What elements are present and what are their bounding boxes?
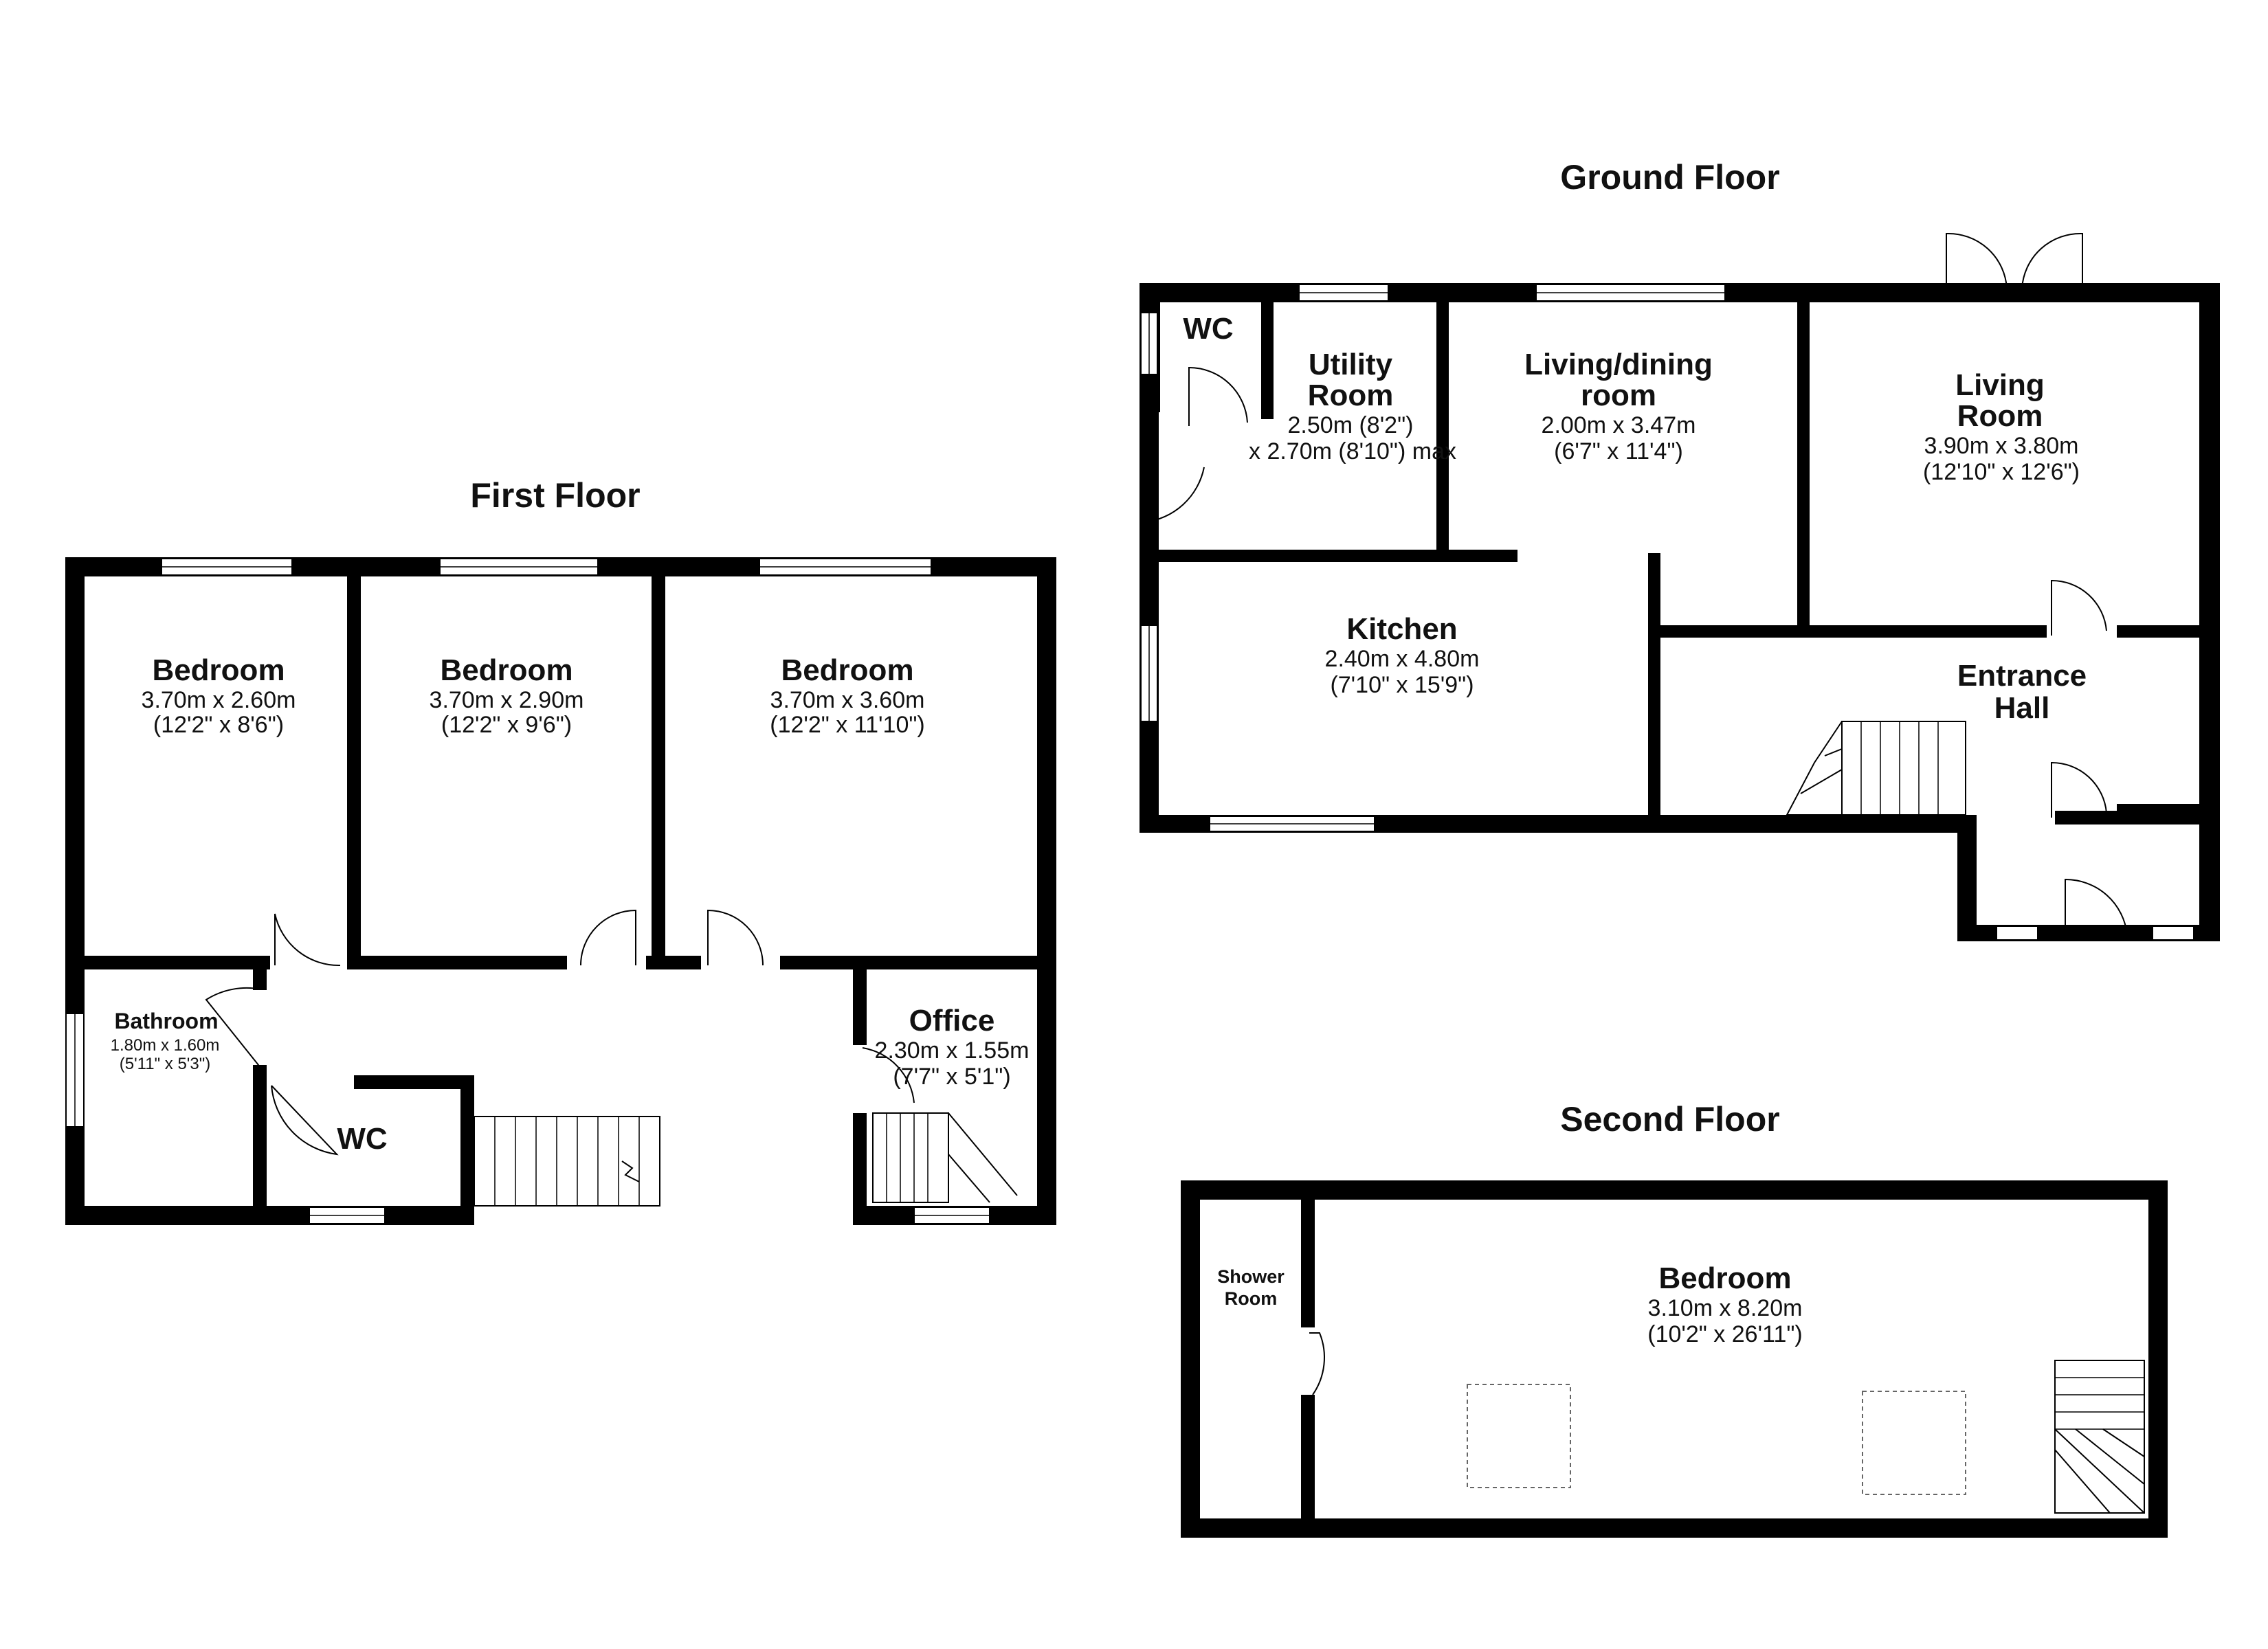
svg-text:WC: WC [337,1122,387,1156]
ground-floor-staircase [1786,721,1966,816]
svg-text:2.30m x 1.55m: 2.30m x 1.55m [875,1037,1030,1064]
ground-floor-plan: Ground Floor [1139,158,2220,941]
svg-text:(12'2" x 8'6"): (12'2" x 8'6") [153,712,284,738]
svg-text:(7'10" x 15'9"): (7'10" x 15'9") [1330,672,1474,698]
room-bedroom-1: Bedroom 3.70m x 2.60m (12'2" x 8'6") [142,653,296,738]
svg-text:Room: Room [1308,379,1394,412]
second-floor-plan: Second Floor Shower Room Bedroom [1181,1100,2168,1538]
svg-text:Bedroom: Bedroom [1658,1261,1791,1295]
svg-text:(6'7" x 11'4"): (6'7" x 11'4") [1554,438,1683,464]
skylight-2 [1862,1391,1966,1495]
svg-text:Living/dining: Living/dining [1524,348,1713,381]
room-bedroom-second: Bedroom 3.10m x 8.20m (10'2" x 26'11") [1647,1261,1803,1347]
svg-text:3.70m x 2.60m: 3.70m x 2.60m [142,687,296,713]
room-kitchen: Kitchen 2.40m x 4.80m (7'10" x 15'9") [1325,612,1480,698]
first-floor-title: First Floor [470,476,640,515]
room-living-dining: Living/dining room 2.00m x 3.47m (6'7" x… [1524,348,1713,464]
svg-text:1.80m x 1.60m: 1.80m x 1.60m [111,1036,220,1055]
svg-text:(12'10" x 12'6"): (12'10" x 12'6") [1923,459,2080,485]
svg-text:3.90m x 3.80m: 3.90m x 3.80m [1924,433,2079,459]
svg-text:Bedroom: Bedroom [152,653,285,687]
svg-text:(12'2" x 11'10"): (12'2" x 11'10") [770,712,925,738]
room-wc-ground: WC [1183,312,1233,346]
svg-text:room: room [1581,379,1656,412]
room-office: Office 2.30m x 1.55m (7'7" x 5'1") [875,1004,1030,1090]
svg-text:(7'7" x 5'1"): (7'7" x 5'1") [893,1064,1010,1090]
svg-text:3.70m x 2.90m: 3.70m x 2.90m [430,687,584,713]
office-staircase [872,1112,1018,1203]
svg-text:(10'2" x 26'11"): (10'2" x 26'11") [1647,1321,1803,1347]
room-bedroom-2: Bedroom 3.70m x 2.90m (12'2" x 9'6") [430,653,584,738]
room-bathroom: Bathroom 1.80m x 1.60m (5'11" x 5'3") [111,1009,220,1073]
svg-text:Room: Room [1225,1288,1278,1309]
svg-text:Entrance: Entrance [1957,659,2087,693]
svg-text:3.70m x 3.60m: 3.70m x 3.60m [770,687,925,713]
svg-text:Bedroom: Bedroom [440,653,572,687]
second-floor-title: Second Floor [1560,1100,1779,1138]
room-living-room: Living Room 3.90m x 3.80m (12'10" x 12'6… [1923,368,2080,485]
svg-text:Bathroom: Bathroom [114,1009,218,1033]
svg-text:Office: Office [909,1004,995,1037]
svg-text:2.50m (8'2"): 2.50m (8'2") [1288,412,1414,438]
first-floor-plan: First Floor [65,476,1056,1225]
svg-text:2.00m x 3.47m: 2.00m x 3.47m [1542,412,1696,438]
svg-text:Hall: Hall [1994,691,2050,725]
room-bedroom-3: Bedroom 3.70m x 3.60m (12'2" x 11'10") [770,653,925,738]
second-floor-staircase [2054,1360,2145,1514]
svg-text:3.10m x 8.20m: 3.10m x 8.20m [1648,1295,1803,1321]
room-utility: Utility Room 2.50m (8'2") x 2.70m (8'10"… [1249,348,1456,464]
room-wc-first: WC [337,1122,387,1156]
skylight-1 [1467,1384,1571,1488]
room-shower-room: Shower Room [1217,1266,1285,1309]
svg-text:WC: WC [1183,312,1233,346]
svg-text:Shower: Shower [1217,1266,1285,1287]
svg-text:(5'11" x 5'3"): (5'11" x 5'3") [120,1055,210,1073]
svg-text:2.40m x 4.80m: 2.40m x 4.80m [1325,646,1480,672]
svg-text:Room: Room [1957,399,2043,433]
svg-text:Bedroom: Bedroom [781,653,913,687]
ground-floor-title: Ground Floor [1560,158,1779,197]
svg-text:Utility: Utility [1309,348,1393,381]
first-floor-staircase [474,1116,660,1207]
svg-text:Kitchen: Kitchen [1346,612,1457,646]
svg-text:Living: Living [1955,368,2045,402]
room-entrance-hall: Entrance Hall [1957,659,2087,725]
svg-text:x 2.70m (8'10") max: x 2.70m (8'10") max [1249,438,1456,464]
svg-text:(12'2" x 9'6"): (12'2" x 9'6") [441,712,572,738]
